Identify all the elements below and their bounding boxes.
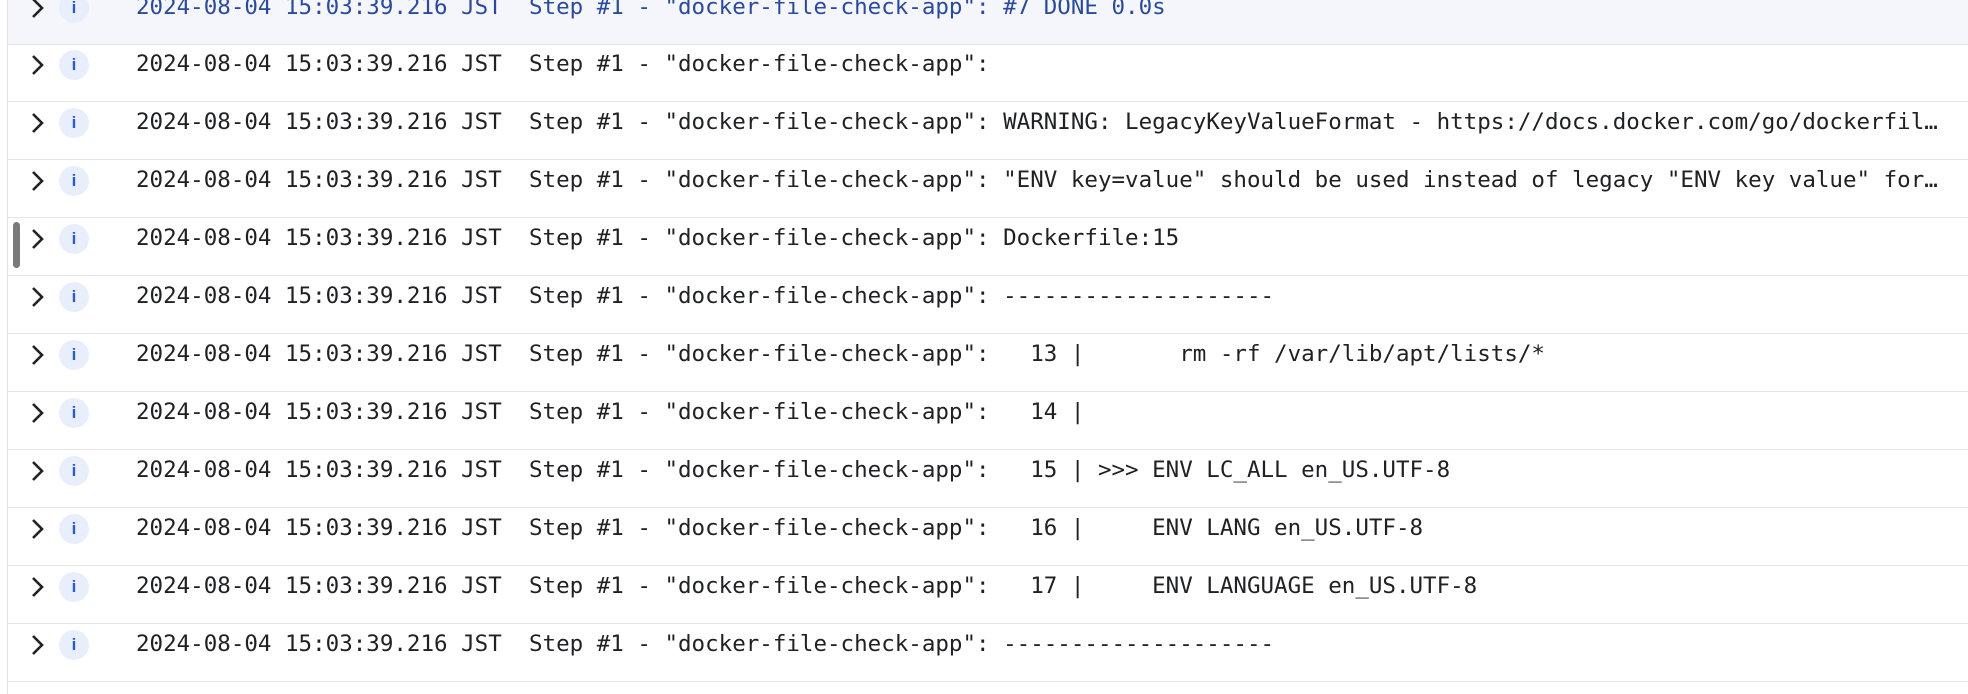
info-severity-icon: i xyxy=(59,340,89,370)
chevron-right-icon[interactable] xyxy=(26,343,50,367)
scrollbar-thumb[interactable] xyxy=(13,222,20,268)
chevron-right-icon[interactable] xyxy=(26,0,50,20)
chevron-right-icon[interactable] xyxy=(26,633,50,657)
info-severity-icon: i xyxy=(59,630,89,660)
chevron-right-icon[interactable] xyxy=(26,285,50,309)
info-severity-icon: i xyxy=(59,108,89,138)
log-message: Step #1 - "docker-file-check-app": 15 | … xyxy=(529,457,1451,483)
log-row[interactable]: i 2024-08-04 15:03:39.216 JST Step #1 - … xyxy=(8,161,1968,218)
chevron-right-icon[interactable] xyxy=(26,575,50,599)
info-severity-icon: i xyxy=(59,282,89,312)
log-timestamp: 2024-08-04 15:03:39.216 JST xyxy=(136,515,502,541)
chevron-right-icon[interactable] xyxy=(26,401,50,425)
info-severity-icon: i xyxy=(59,0,89,23)
info-severity-icon: i xyxy=(59,456,89,486)
info-severity-icon: i xyxy=(59,50,89,80)
log-message: Step #1 - "docker-file-check-app": xyxy=(529,51,990,77)
chevron-right-icon[interactable] xyxy=(26,459,50,483)
log-message: Step #1 - "docker-file-check-app": -----… xyxy=(529,283,1275,309)
log-row[interactable]: i 2024-08-04 15:03:39.216 JST Step #1 - … xyxy=(8,451,1968,508)
log-row[interactable]: i 2024-08-04 15:03:39.216 JST Step #1 - … xyxy=(8,509,1968,566)
log-message: Step #1 - "docker-file-check-app": "ENV … xyxy=(529,167,1947,193)
log-row[interactable]: i 2024-08-04 15:03:39.216 JST Step #1 - … xyxy=(8,567,1968,624)
chevron-right-icon[interactable] xyxy=(26,169,50,193)
log-message: Step #1 - "docker-file-check-app": #7 DO… xyxy=(529,0,1166,20)
log-message: Step #1 - "docker-file-check-app": 16 | … xyxy=(529,515,1424,541)
log-row[interactable]: i 2024-08-04 15:03:39.216 JST Step #1 - … xyxy=(8,393,1968,450)
info-severity-icon: i xyxy=(59,572,89,602)
log-message: Step #1 - "docker-file-check-app": 17 | … xyxy=(529,573,1478,599)
log-row[interactable]: i 2024-08-04 15:03:39.216 JST Step #1 - … xyxy=(8,0,1968,45)
log-row[interactable]: i 2024-08-04 15:03:39.216 JST Step #1 - … xyxy=(8,103,1968,160)
log-message: Step #1 - "docker-file-check-app": 13 | … xyxy=(529,341,1545,367)
log-message: Step #1 - "docker-file-check-app": 14 | xyxy=(529,399,1085,425)
log-message: Step #1 - "docker-file-check-app": -----… xyxy=(529,631,1275,657)
log-row[interactable]: i 2024-08-04 15:03:39.216 JST Step #1 - … xyxy=(8,277,1968,334)
log-timestamp: 2024-08-04 15:03:39.216 JST xyxy=(136,573,502,599)
log-row[interactable]: i 2024-08-04 15:03:39.216 JST Step #1 - … xyxy=(8,625,1968,682)
info-severity-icon: i xyxy=(59,514,89,544)
log-timestamp: 2024-08-04 15:03:39.216 JST xyxy=(136,631,502,657)
log-row[interactable]: i 2024-08-04 15:03:39.216 JST Step #1 - … xyxy=(8,45,1968,102)
chevron-right-icon[interactable] xyxy=(26,111,50,135)
chevron-right-icon[interactable] xyxy=(26,227,50,251)
log-timestamp: 2024-08-04 15:03:39.216 JST xyxy=(136,399,502,425)
chevron-right-icon[interactable] xyxy=(26,517,50,541)
chevron-right-icon[interactable] xyxy=(26,53,50,77)
log-timestamp: 2024-08-04 15:03:39.216 JST xyxy=(136,341,502,367)
log-message: Step #1 - "docker-file-check-app": Docke… xyxy=(529,225,1180,251)
info-severity-icon: i xyxy=(59,398,89,428)
log-timestamp: 2024-08-04 15:03:39.216 JST xyxy=(136,0,502,20)
log-timestamp: 2024-08-04 15:03:39.216 JST xyxy=(136,167,502,193)
log-timestamp: 2024-08-04 15:03:39.216 JST xyxy=(136,109,502,135)
panel-edge xyxy=(7,0,8,694)
log-timestamp: 2024-08-04 15:03:39.216 JST xyxy=(136,225,502,251)
log-timestamp: 2024-08-04 15:03:39.216 JST xyxy=(136,457,502,483)
log-row[interactable]: i 2024-08-04 15:03:39.216 JST Step #1 - … xyxy=(8,219,1968,276)
log-message: Step #1 - "docker-file-check-app": WARNI… xyxy=(529,109,1947,135)
info-severity-icon: i xyxy=(59,224,89,254)
log-timestamp: 2024-08-04 15:03:39.216 JST xyxy=(136,51,502,77)
info-severity-icon: i xyxy=(59,166,89,196)
log-row[interactable]: i 2024-08-04 15:03:39.216 JST Step #1 - … xyxy=(8,335,1968,392)
log-timestamp: 2024-08-04 15:03:39.216 JST xyxy=(136,283,502,309)
